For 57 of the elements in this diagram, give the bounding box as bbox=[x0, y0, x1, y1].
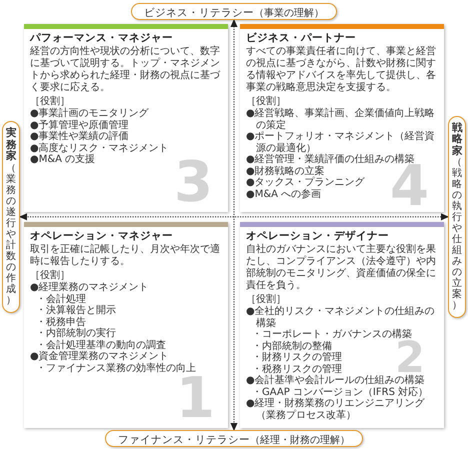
quadrant-card bbox=[240, 222, 444, 428]
list-item: ・税務申告 bbox=[36, 316, 86, 328]
axis-sublabel: （業務の遂行や計数の作成） bbox=[6, 162, 16, 306]
list-item: ●M&A への参画 bbox=[246, 188, 322, 200]
description-text: 取引を正確に記帳したり、月次や年次で適時に報告したりする。 bbox=[30, 244, 221, 268]
list-item: ●経営管理・業績評価の仕組みの構築 bbox=[246, 154, 415, 165]
section-heading: ［役割］ bbox=[30, 270, 70, 282]
list-item: ・GAAP コンバージョン（IFRS 対応） bbox=[252, 386, 428, 398]
axis-label-pill bbox=[105, 430, 363, 447]
list-item: ・決算報告と開示 bbox=[36, 305, 116, 316]
list-item: ●高度なリスク・マネジメント bbox=[30, 142, 169, 154]
axis-label-pill bbox=[2, 121, 20, 313]
list-item: ●資金管理業務のマネジメント bbox=[30, 351, 169, 362]
list-item: ・会計処理 bbox=[36, 294, 86, 304]
list-item: ・ファイナンス業務の効率性の向上 bbox=[36, 362, 196, 374]
list-item: ・会計処理基準の動向の調査 bbox=[36, 340, 166, 350]
list-item: ●経理・財務業務のリエンジニアリング（業務プロセス改革） bbox=[246, 398, 426, 421]
list-item: ・内部統制の実行 bbox=[36, 328, 116, 340]
list-item: ●タックス・プランニング bbox=[246, 177, 365, 188]
card-title: オペレーション・デザイナー bbox=[246, 230, 389, 243]
list-item: ●事業性や業績の評価 bbox=[30, 131, 129, 142]
description-text: 経営の方向性や現状の分析について、数字に基づいて説明する。トップ・マネジメントから求められた経理・財務の視点に基づく要求に応える。 bbox=[30, 46, 222, 94]
section-heading: ［役割］ bbox=[246, 96, 286, 108]
list-item: ●全社的リスク・マネジメントの仕組みの構築 bbox=[246, 306, 436, 328]
list-item: ・内部統制の整備 bbox=[252, 340, 332, 352]
description-text: 自社のガバナンスにおいて主要な役割を果たし、コンプライアンス（法令遵守）や内部統制のモニタリング、資産価値の保全に責任を負う。 bbox=[246, 244, 437, 292]
list-item: ●予算管理や原価管理 bbox=[30, 120, 129, 130]
section-heading: ［役割］ bbox=[30, 96, 70, 108]
axis-arrow bbox=[230, 20, 238, 430]
list-item: ・税務リスクの管理 bbox=[252, 364, 342, 374]
list-item: ●会計基準や会計ルールの仕組みの構築 bbox=[246, 375, 425, 386]
axis-label-pill bbox=[448, 116, 466, 318]
card-title: オペレーション・マネジャー bbox=[30, 230, 173, 243]
quadrant-card bbox=[24, 222, 228, 428]
axis-label-pill bbox=[131, 3, 337, 20]
list-item: ●事業計画のモニタリング bbox=[30, 108, 149, 120]
list-item: ●経理業務のマネジメント bbox=[30, 282, 149, 294]
quadrant-card bbox=[24, 24, 228, 212]
list-item: ・コーポレート・ガバナンスの構築 bbox=[252, 329, 412, 340]
axis-label: ファイナンス・リテラシー bbox=[118, 434, 250, 446]
description-text: すべての事業責任者に向けて、事業と経営の視点に基づきながら、計数や財務に関する情報やアドバイスを率先して提供し、各事業の戦略意思決定を支援する。 bbox=[246, 46, 437, 94]
list-item: ●財務戦略の立案 bbox=[246, 166, 325, 176]
list-item: ・財務リスクの管理 bbox=[252, 352, 342, 364]
list-item: ●ポートフォリオ・マネジメント（経営資源の最適化） bbox=[246, 131, 436, 154]
section-heading: ［役割］ bbox=[246, 294, 286, 306]
list-item: ●M&A の支援 bbox=[30, 154, 96, 166]
axis-label: 実務家 bbox=[6, 128, 16, 163]
quadrant-card bbox=[240, 24, 444, 212]
axis-arrow bbox=[20, 213, 448, 220]
card-title: パフォーマンス・マネジャー bbox=[30, 32, 173, 45]
card-title: ビジネス・パートナー bbox=[246, 32, 356, 45]
axis-sublabel: （事業の理解） bbox=[254, 8, 324, 19]
list-item: ●経営戦略、事業計画、企業価値向上戦略の策定 bbox=[246, 108, 436, 130]
axis-sublabel: （戦略の執行や仕組みの立案） bbox=[452, 157, 462, 312]
axis-label: 戦略家 bbox=[452, 122, 462, 158]
axis-label: ビジネス・リテラシー bbox=[144, 7, 254, 19]
axis-sublabel: （経理・財務の理解） bbox=[250, 435, 350, 446]
